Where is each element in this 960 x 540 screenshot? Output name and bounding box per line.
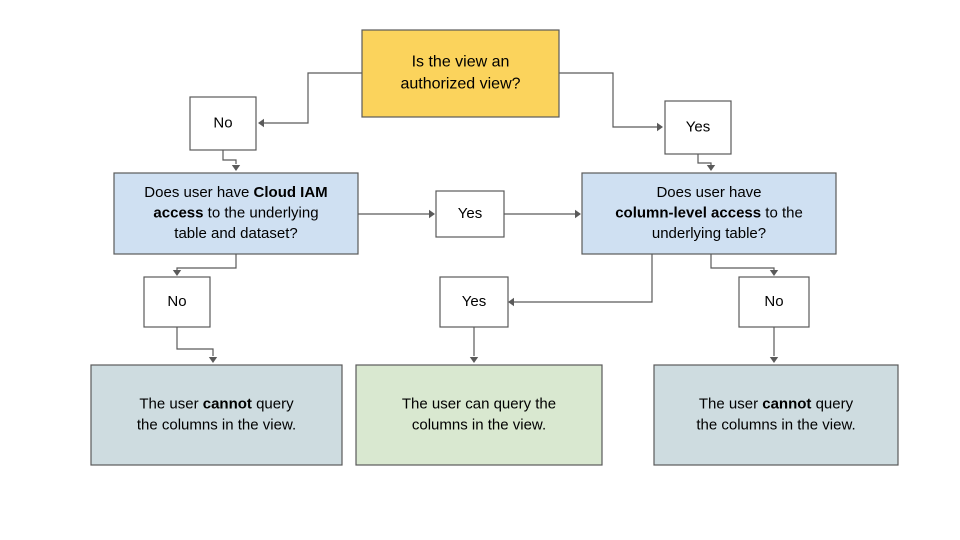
edge-cloud-iam-to-yes-label <box>358 209 435 219</box>
edge-cloud-iam-to-no-label-line <box>176 254 237 270</box>
outcome-can-query-shape[interactable] <box>355 364 603 466</box>
label-no-column-level-access-shape[interactable] <box>738 276 810 328</box>
edge-question-to-no-label <box>258 72 362 128</box>
label-yes-has-cloud-iam-access-label: Yes <box>458 205 482 222</box>
node-label-no-cloud-iam-access[interactable]: No <box>143 276 211 328</box>
edge-no-label-to-deny-left-line <box>176 327 214 356</box>
edge-column-level-to-yes-label-arrowhead <box>508 297 514 307</box>
outcome-cannot-query-no-iam-shape[interactable] <box>90 364 343 466</box>
label-yes-authorized-view-label: Yes <box>686 118 710 135</box>
edge-column-level-to-no-label-line <box>710 254 775 270</box>
node-label-yes-has-cloud-iam-access[interactable]: Yes <box>435 190 505 238</box>
edge-question-to-no-label-line <box>264 72 362 124</box>
node-label-yes-has-column-level-access[interactable]: Yes <box>439 276 509 328</box>
edge-no-label-to-deny-left <box>176 327 218 363</box>
question-authorized-view-shape[interactable] <box>361 29 560 118</box>
question-cloud-iam-access-shape[interactable] <box>113 172 359 255</box>
edge-no-label-to-deny-right <box>769 327 779 363</box>
label-no-not-authorized-view-label: No <box>213 114 232 131</box>
edge-cloud-iam-to-no-label <box>172 254 237 276</box>
edge-question-to-yes-label-line <box>559 72 657 128</box>
edge-column-level-to-yes-label-line <box>514 254 653 303</box>
edge-no-label-to-deny-right-arrowhead <box>769 357 779 363</box>
edge-column-level-to-yes-label <box>508 254 653 307</box>
edge-yes-label-to-column-level-arrowhead <box>706 165 716 171</box>
label-yes-has-column-level-access-shape[interactable] <box>439 276 509 328</box>
label-yes-authorized-view-shape[interactable] <box>664 100 732 155</box>
edge-no-label-to-cloud-iam-line <box>222 150 237 164</box>
edge-column-level-to-no-label <box>710 254 779 276</box>
node-label-no-not-authorized-view[interactable]: No <box>189 96 257 151</box>
edge-question-to-yes-label-arrowhead <box>657 122 663 132</box>
edge-no-label-to-deny-left-arrowhead <box>208 357 218 363</box>
edge-yes-label-to-column-level <box>697 154 716 171</box>
edge-question-to-no-label-arrowhead <box>258 118 264 128</box>
label-no-column-level-access-label: No <box>764 293 783 310</box>
edge-yes-label-to-column-level-question <box>504 209 581 219</box>
label-yes-has-cloud-iam-access-shape[interactable] <box>435 190 505 238</box>
edge-no-label-to-cloud-iam-arrowhead <box>231 165 241 171</box>
label-no-cloud-iam-access-label: No <box>167 293 186 310</box>
edge-column-level-to-no-label-arrowhead <box>769 270 779 276</box>
edge-yes-label-to-column-level-line <box>697 154 712 165</box>
label-yes-has-column-level-access-label: Yes <box>462 293 486 310</box>
edge-yes-label-to-allow <box>469 327 479 363</box>
label-no-not-authorized-view-shape[interactable] <box>189 96 257 151</box>
edge-layer <box>172 72 779 363</box>
edge-cloud-iam-to-no-label-arrowhead <box>172 270 182 276</box>
edge-cloud-iam-to-yes-label-arrowhead <box>429 209 435 219</box>
outcome-cannot-query-no-column-access-shape[interactable] <box>653 364 899 466</box>
label-no-cloud-iam-access-shape[interactable] <box>143 276 211 328</box>
edge-yes-label-to-allow-arrowhead <box>469 357 479 363</box>
node-label-no-column-level-access[interactable]: No <box>738 276 810 328</box>
question-column-level-access-shape[interactable] <box>581 172 837 255</box>
edge-no-label-to-cloud-iam <box>222 150 241 171</box>
edge-question-to-yes-label <box>559 72 663 132</box>
edge-yes-label-to-column-level-question-arrowhead <box>575 209 581 219</box>
node-label-yes-authorized-view[interactable]: Yes <box>664 100 732 155</box>
